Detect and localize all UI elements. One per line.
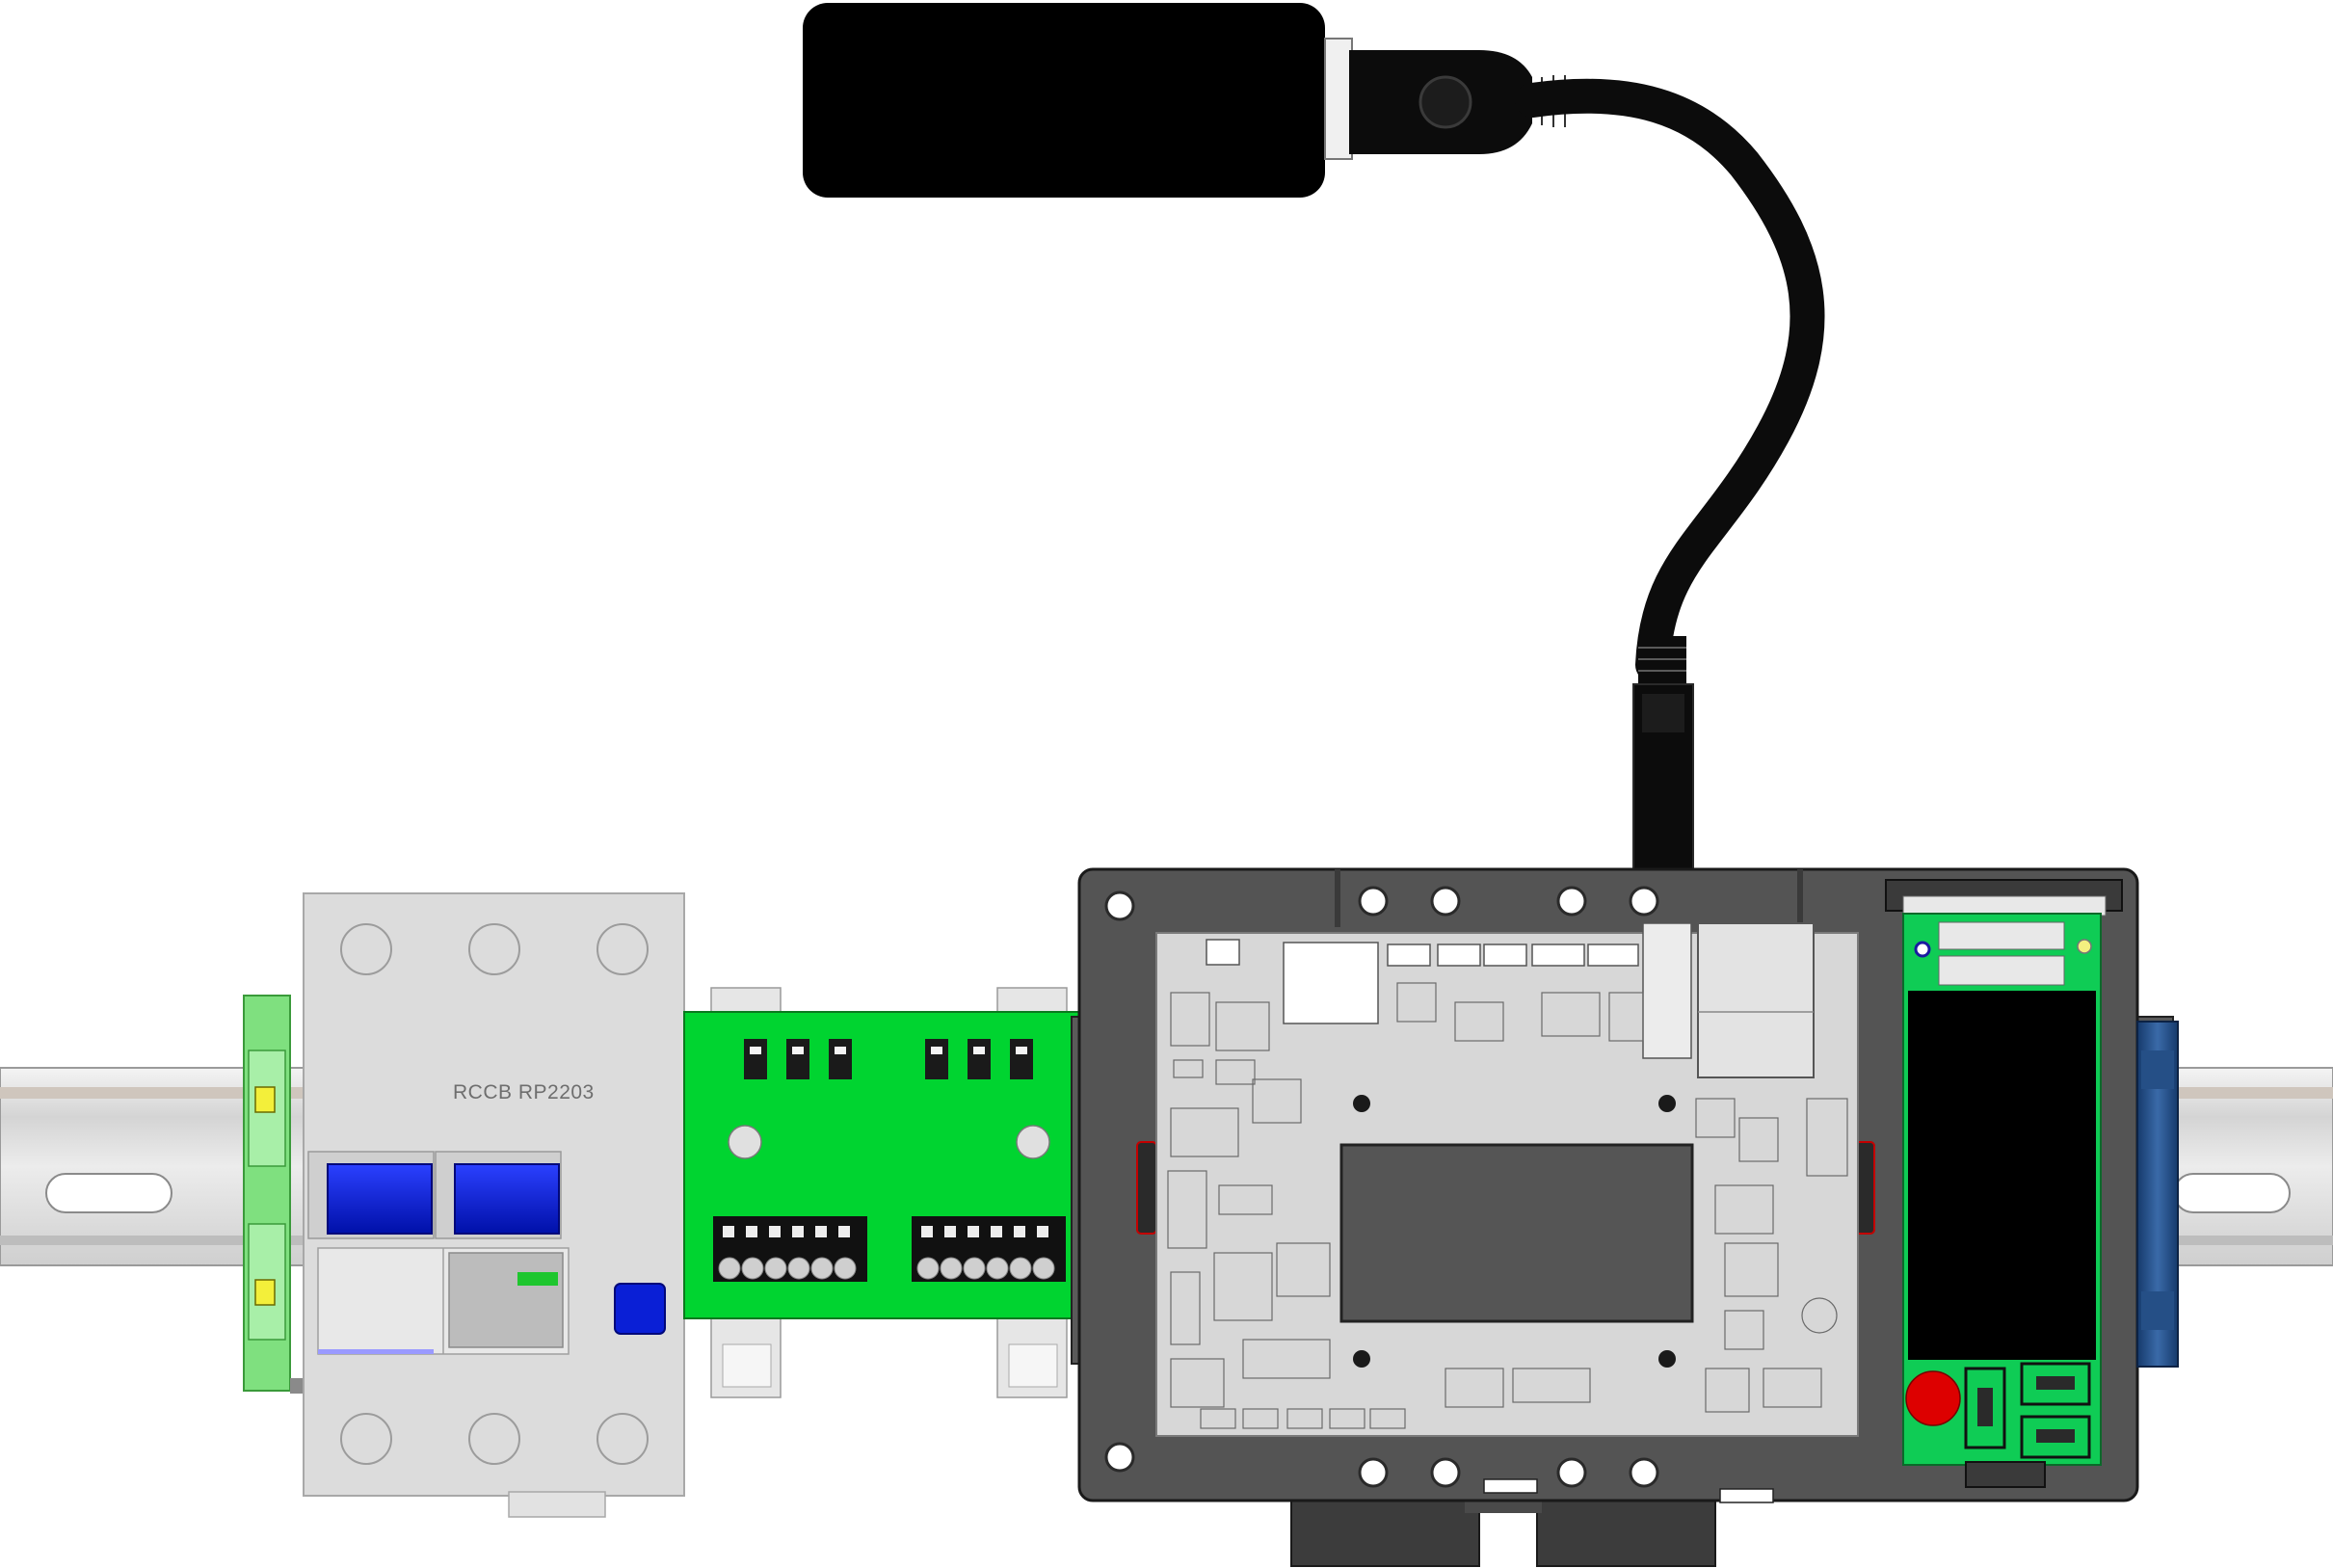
- terminal-module: [683, 987, 1096, 1398]
- pin-headers-right: [925, 1039, 1033, 1079]
- ethernet-port: [1697, 922, 1815, 1078]
- rccb-indicator-window: [448, 1252, 564, 1348]
- rccb-test-button[interactable]: [614, 1283, 666, 1335]
- earth-screw-top: [254, 1086, 276, 1113]
- rccb-device: RCCB RP2203: [303, 892, 685, 1518]
- controller-pcb: [1155, 922, 1859, 1437]
- housing-mounting-holes: [1104, 886, 1659, 1488]
- rail-slot-left: [45, 1173, 172, 1213]
- earth-screw-bottom: [254, 1279, 276, 1306]
- display-module: [1885, 879, 2123, 1488]
- usb-cable: [1515, 78, 1825, 682]
- rccb-status-indicator: [517, 1272, 558, 1286]
- display-screen: [1908, 991, 2096, 1360]
- earth-terminal-block: [243, 995, 307, 1394]
- usb-dongle-assembly: [803, 3, 1825, 926]
- rccb-toggle-right[interactable]: [454, 1163, 560, 1235]
- status-led-red: [1905, 1370, 1961, 1426]
- rccb-label: RCCB RP2203: [453, 1081, 595, 1103]
- rail-slot-right: [2173, 1173, 2291, 1213]
- rccb-toggle-left[interactable]: [327, 1163, 433, 1235]
- top-connectors: [1206, 939, 1639, 1024]
- end-terminal-blue: [2136, 1021, 2179, 1368]
- screw-terminal-left: [713, 1216, 867, 1282]
- usb-stick: [803, 3, 1325, 198]
- pin-headers-left: [744, 1039, 852, 1079]
- pcb-components: [1167, 982, 1848, 1429]
- compute-module: [1339, 1143, 1694, 1323]
- screw-terminal-right: [912, 1216, 1066, 1282]
